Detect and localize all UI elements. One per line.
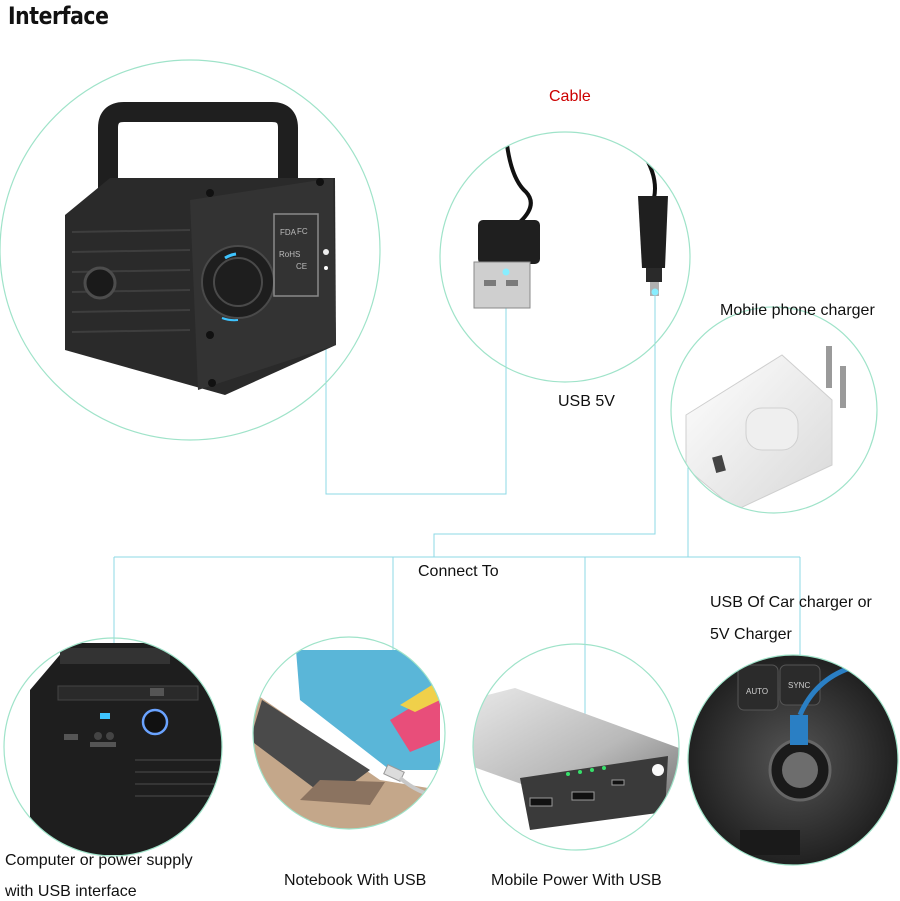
cable-label: Cable [549, 88, 591, 105]
car-button-labels: AUTO SYNC [746, 681, 810, 696]
device-markings: FDA FC RoHS CE [279, 227, 308, 271]
car-charger-label-line2: 5V Charger [710, 626, 792, 643]
powerbank-circle [472, 643, 680, 851]
car-charger-illustration [688, 655, 898, 865]
charger-circle [670, 306, 878, 514]
computer-label-line2: with USB interface [5, 883, 137, 900]
device-circle [0, 59, 381, 441]
connector-usb-to-device [325, 268, 507, 495]
device-illustration [65, 102, 336, 395]
car-charger-label-line1: USB Of Car charger or [710, 594, 872, 611]
notebook-circle [252, 636, 446, 830]
fc-marking: FC [297, 227, 308, 236]
cable-illustration [473, 134, 668, 309]
connector-dc-to-branch [433, 292, 656, 557]
svg-text:SYNC: SYNC [788, 681, 810, 690]
page-title: Interface [8, 2, 109, 30]
computer-circle [3, 637, 223, 857]
connect-to-label: Connect To [418, 563, 499, 580]
computer-illustration [30, 643, 222, 855]
ce-marking: CE [296, 262, 307, 271]
mobile-power-label: Mobile Power With USB [491, 872, 662, 889]
car-circle [687, 654, 899, 866]
powerbank-illustration [473, 688, 679, 830]
computer-label-line1: Computer or power supply [5, 852, 193, 869]
fda-marking: FDA [280, 228, 297, 237]
svg-text:AUTO: AUTO [746, 687, 768, 696]
rohs-marking: RoHS [279, 250, 300, 259]
cable-circle [439, 131, 691, 383]
usb-5v-label: USB 5V [558, 393, 615, 410]
notebook-illustration [253, 650, 445, 829]
mobile-phone-charger-label: Mobile phone charger [720, 302, 875, 319]
notebook-label: Notebook With USB [284, 872, 427, 889]
phone-charger-illustration [685, 346, 846, 511]
